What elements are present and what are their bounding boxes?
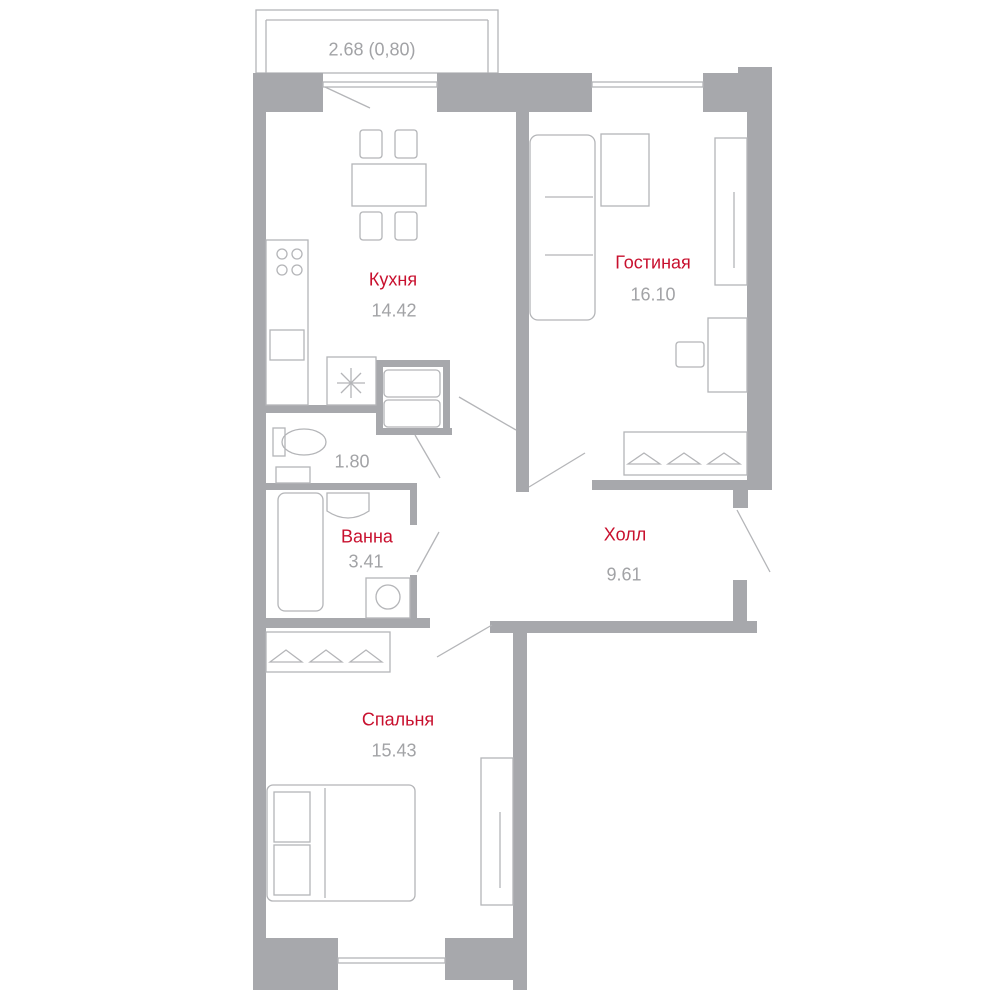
- bedroom-furniture: [265, 631, 514, 906]
- room-name-kitchen: Кухня: [368, 269, 418, 290]
- windows: [322, 81, 704, 964]
- bathroom-fixtures: [272, 427, 411, 619]
- doors: [324, 86, 771, 658]
- room-name-bedroom: Спальня: [361, 709, 435, 730]
- balcony-area: 2.68 (0,80): [328, 39, 416, 60]
- living-furniture: [529, 133, 748, 476]
- room-area-bath: 3.41: [348, 551, 384, 572]
- room-name-bath: Ванна: [341, 526, 393, 547]
- room-area-hall: 9.61: [606, 564, 642, 585]
- room-name-hall: Холл: [603, 524, 647, 545]
- kitchen-furniture: [265, 129, 441, 428]
- balcony: [255, 9, 499, 74]
- room-area-wc: 1.80: [334, 451, 370, 472]
- snowflake-icon: [337, 368, 365, 398]
- room-name-living: Гостиная: [615, 252, 691, 273]
- room-area-bedroom: 15.43: [371, 740, 417, 761]
- room-area-living: 16.10: [630, 284, 676, 305]
- room-area-kitchen: 14.42: [371, 300, 417, 321]
- walls: [253, 67, 772, 990]
